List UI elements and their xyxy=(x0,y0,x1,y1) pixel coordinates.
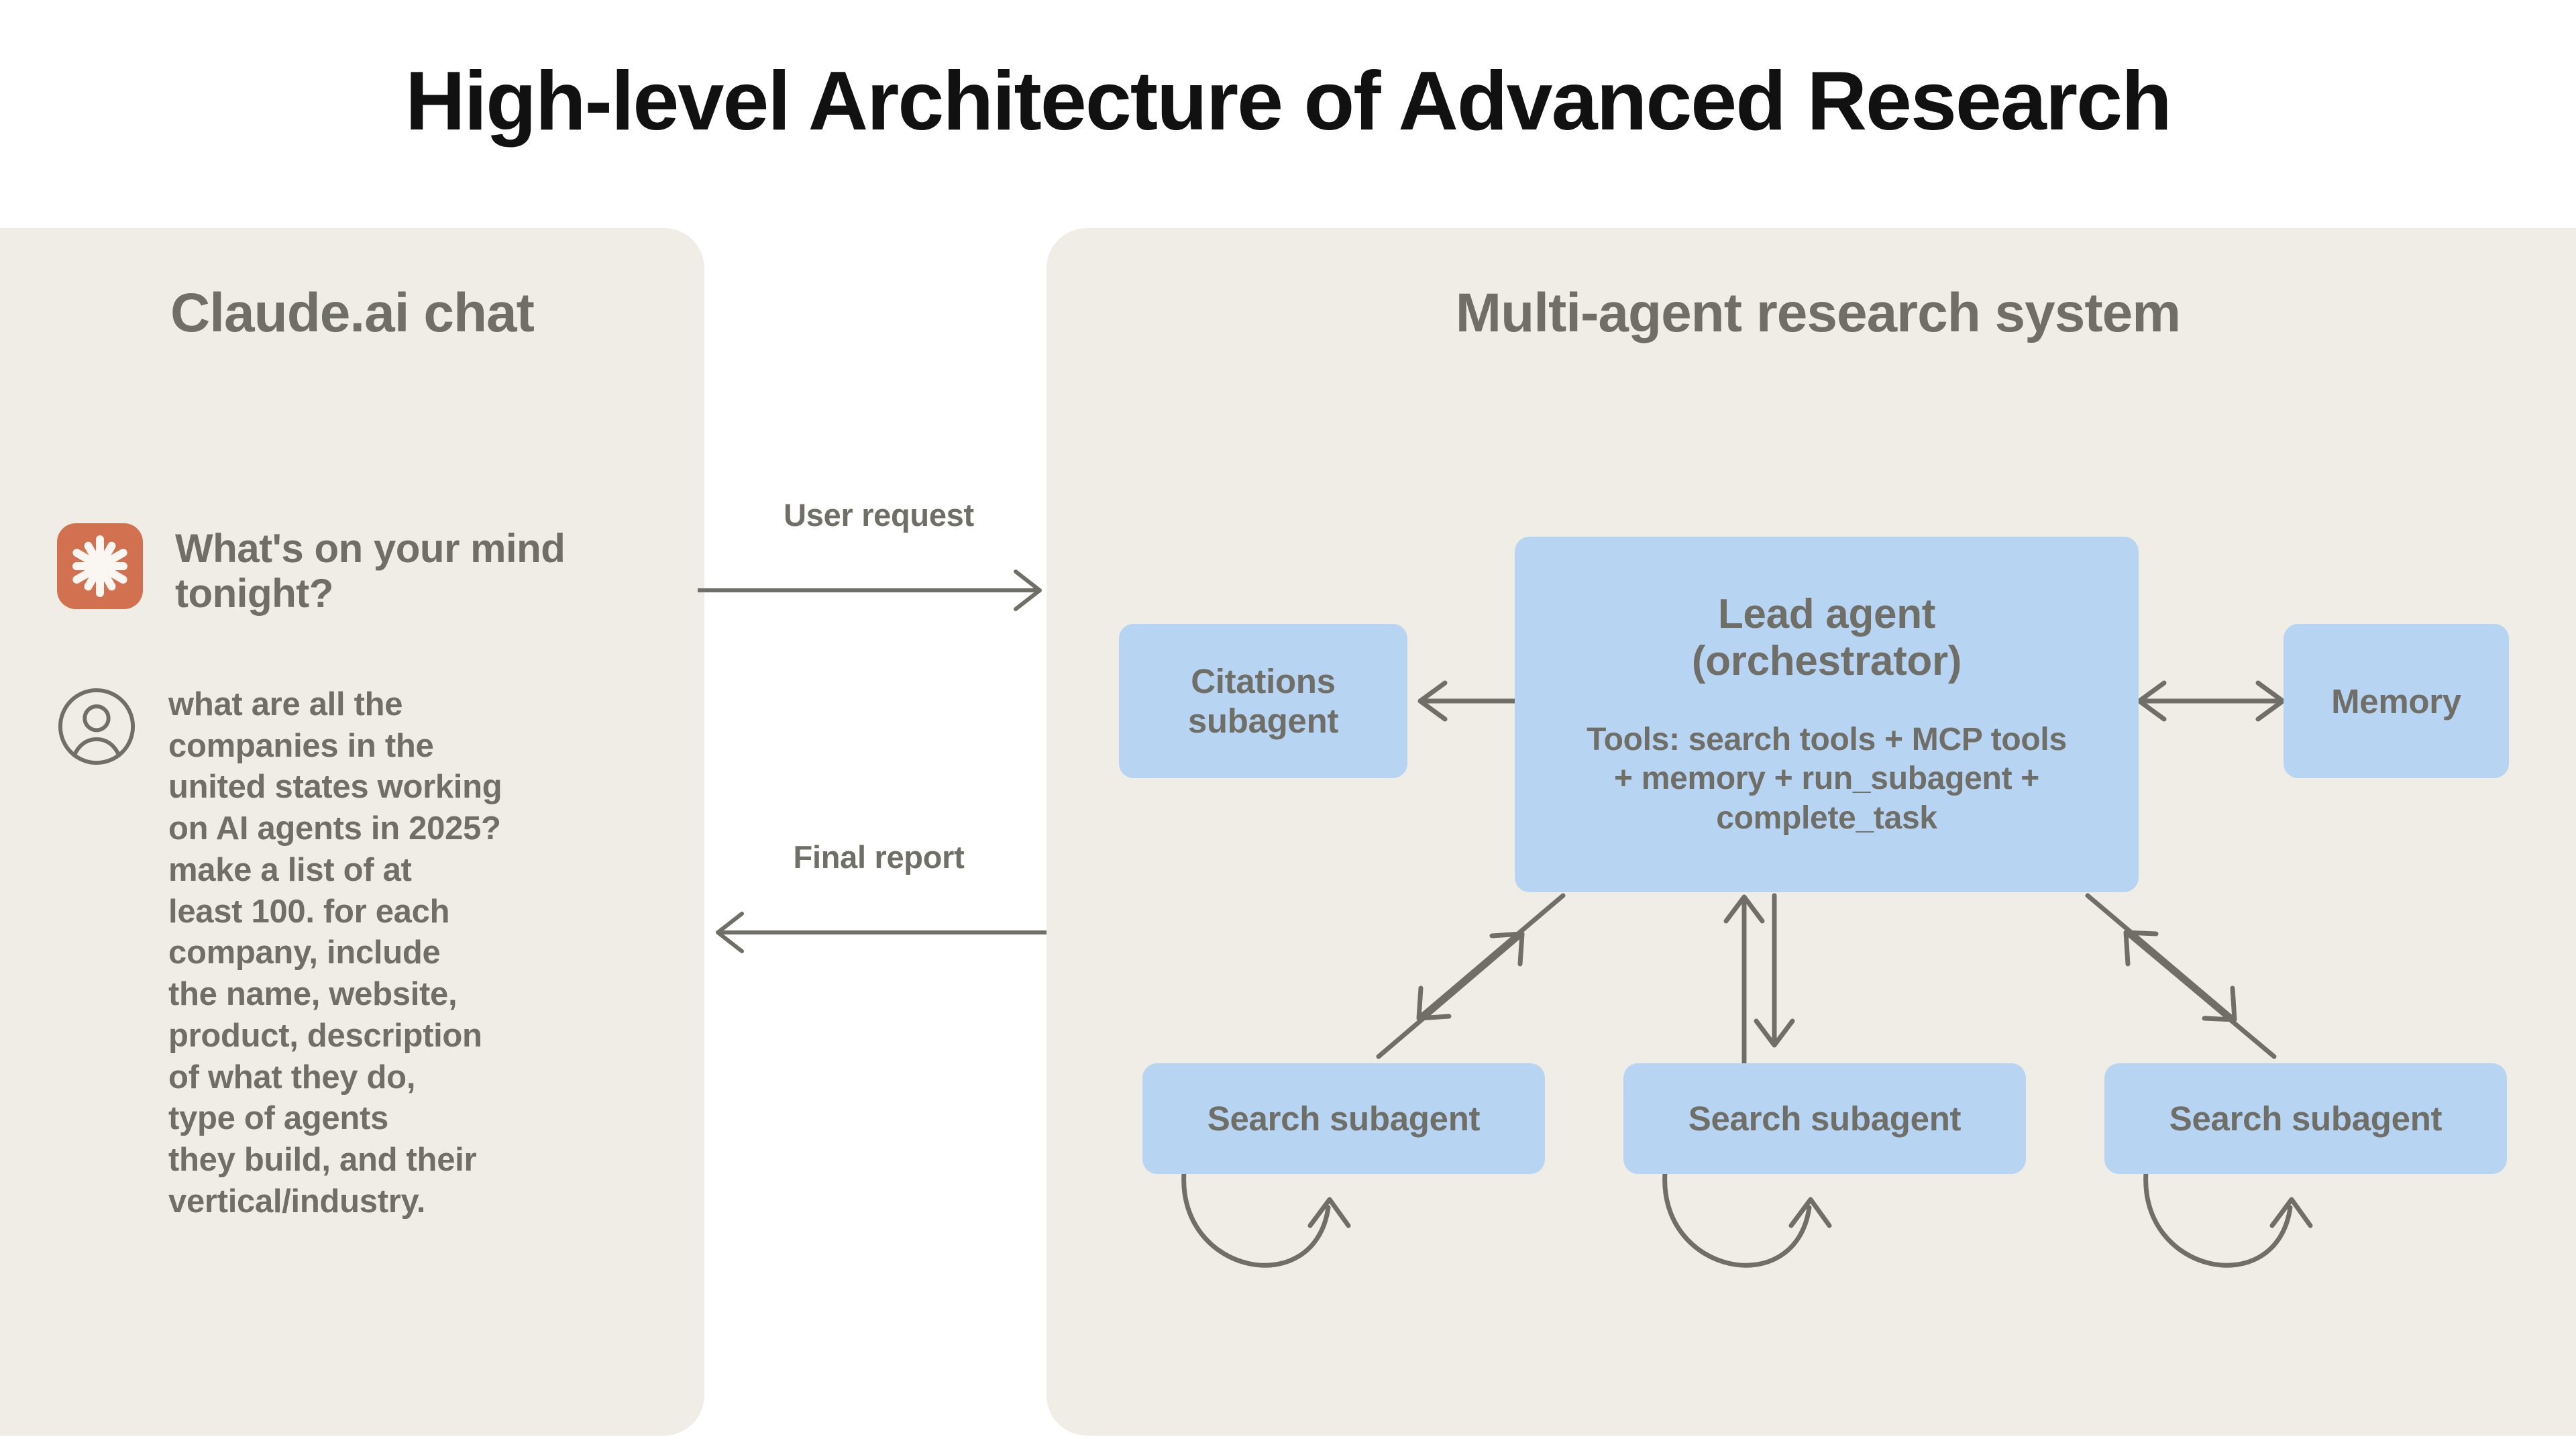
node-search-subagent-1-label: Search subagent xyxy=(1207,1099,1481,1138)
connector-user-request-label: User request xyxy=(784,497,974,533)
node-search-subagent-2-label: Search subagent xyxy=(1688,1099,1962,1138)
arrow-right-icon xyxy=(698,570,1042,611)
node-lead-agent-tools: Tools: search tools + MCP tools + memory… xyxy=(1587,721,2067,836)
node-search-subagent-3[interactable]: Search subagent xyxy=(2104,1063,2507,1174)
multi-agent-system-panel-heading: Multi-agent research system xyxy=(1455,282,2181,343)
claude-chat-panel-heading: Claude.ai chat xyxy=(170,282,535,343)
claude-greeting-row: What's on your mind tonight? xyxy=(57,523,647,616)
user-message-text: what are all the companies in the united… xyxy=(168,686,502,1220)
node-search-subagent-1[interactable]: Search subagent xyxy=(1142,1063,1545,1174)
node-search-subagent-2[interactable]: Search subagent xyxy=(1623,1063,2026,1174)
node-memory[interactable]: Memory xyxy=(2284,624,2509,778)
connector-final-report-label: Final report xyxy=(793,839,965,875)
node-search-subagent-3-label: Search subagent xyxy=(2169,1099,2443,1138)
node-citations-subagent[interactable]: Citations subagent xyxy=(1119,624,1407,778)
connector-final-report: Final report xyxy=(698,839,1060,959)
node-memory-label: Memory xyxy=(2331,682,2461,720)
node-lead-agent[interactable]: Lead agent (orchestrator) Tools: search … xyxy=(1515,537,2139,892)
node-lead-agent-title: Lead agent (orchestrator) xyxy=(1691,590,1962,685)
claude-greeting-text: What's on your mind tonight? xyxy=(175,526,566,616)
page-title: High-level Architecture of Advanced Rese… xyxy=(405,55,2172,148)
claude-chat-panel: Claude.ai chat xyxy=(0,228,704,1436)
connector-user-request: User request xyxy=(698,496,1060,617)
arrow-left-icon xyxy=(716,912,1060,953)
user-message-row: what are all the companies in the united… xyxy=(57,684,661,1223)
node-citations-subagent-label: Citations subagent xyxy=(1187,661,1339,740)
user-avatar-icon xyxy=(57,687,136,766)
claude-starburst-icon xyxy=(57,523,143,609)
